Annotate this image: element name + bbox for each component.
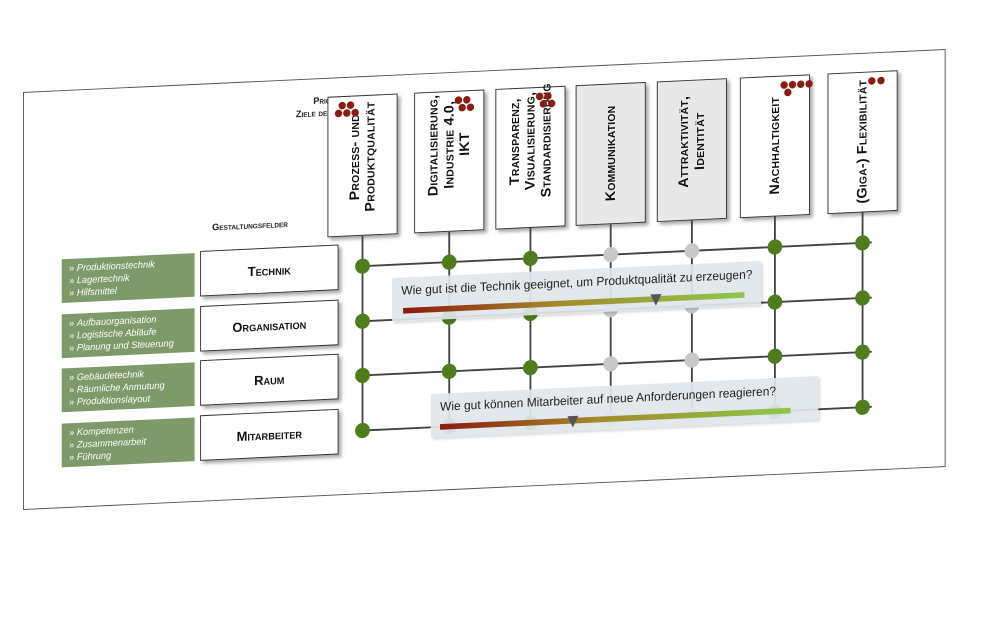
goal-label-text: Kommunikation <box>603 83 619 224</box>
goal-label-line: Nachhaltigkeit <box>767 96 783 195</box>
goal-label-text: (Giga-) Flexibilität <box>855 71 871 212</box>
rating-marker[interactable] <box>650 294 662 306</box>
goal-label: Digitalisierung,Industrie 4.0,IKT <box>426 73 473 216</box>
goal-label-text: Attraktivität,Identität <box>676 71 707 213</box>
goal-label-line: Visualisierung, <box>522 91 539 191</box>
rating-marker[interactable] <box>567 415 579 428</box>
field-label-2: Organisation <box>200 299 339 352</box>
goal-label-line: Standardisierung <box>538 82 554 198</box>
stage: Priorisierte Ziele der Fabrik Gestaltung… <box>0 0 1000 563</box>
goal-label-line: Industrie 4.0, <box>441 100 458 190</box>
goal-label-text: Transparenz,Visualisierung,Standardisier… <box>507 70 554 213</box>
field-items-3: GebäudetechnikRäumliche AnmutungProdukti… <box>61 362 195 413</box>
goal-label-line: Identität <box>691 112 708 171</box>
field-items-2: AufbauorganisationLogistische AbläufePla… <box>61 308 195 359</box>
goal-column-2: Digitalisierung,Industrie 4.0,IKT <box>414 89 485 234</box>
goal-label-line: Attraktivität, <box>676 95 692 189</box>
goal-label-line: Transparenz, <box>506 98 523 186</box>
goal-column-7: (Giga-) Flexibilität <box>827 70 898 215</box>
goal-label: Transparenz,Visualisierung,Standardisier… <box>507 70 554 213</box>
goal-column-4: Kommunikation <box>575 81 646 226</box>
goal-column-6: Nachhaltigkeit <box>739 74 810 219</box>
goal-label-line: Digitalisierung, <box>425 94 442 197</box>
goal-label-text: Nachhaltigkeit <box>767 75 783 216</box>
goal-label: (Giga-) Flexibilität <box>855 71 871 212</box>
goal-label-line: IKT <box>457 131 473 157</box>
goal-label-line: (Giga-) Flexibilität <box>854 79 871 204</box>
goal-label: Attraktivität,Identität <box>676 71 707 213</box>
field-label-4: Mitarbeiter <box>200 408 339 461</box>
field-items-4: KompetenzenZusammenarbeitFührung <box>61 417 195 468</box>
field-label-3: Raum <box>200 353 339 406</box>
goal-label-line: Kommunikation <box>602 105 619 202</box>
field-label-1: Technik <box>200 244 339 297</box>
goal-label: Nachhaltigkeit <box>767 75 783 216</box>
goal-label-text: Digitalisierung,Industrie 4.0,IKT <box>426 73 473 216</box>
goal-label-line: Produktqualität <box>362 101 379 212</box>
goal-label: Kommunikation <box>603 83 619 224</box>
goal-column-3: Transparenz,Visualisierung,Standardisier… <box>495 83 566 230</box>
matrix-plane: Priorisierte Ziele der Fabrik Gestaltung… <box>23 49 946 627</box>
field-items-1: ProduktionstechnikLagertechnikHilfsmitte… <box>61 253 195 303</box>
goal-column-5: Attraktivität,Identität <box>656 78 727 223</box>
